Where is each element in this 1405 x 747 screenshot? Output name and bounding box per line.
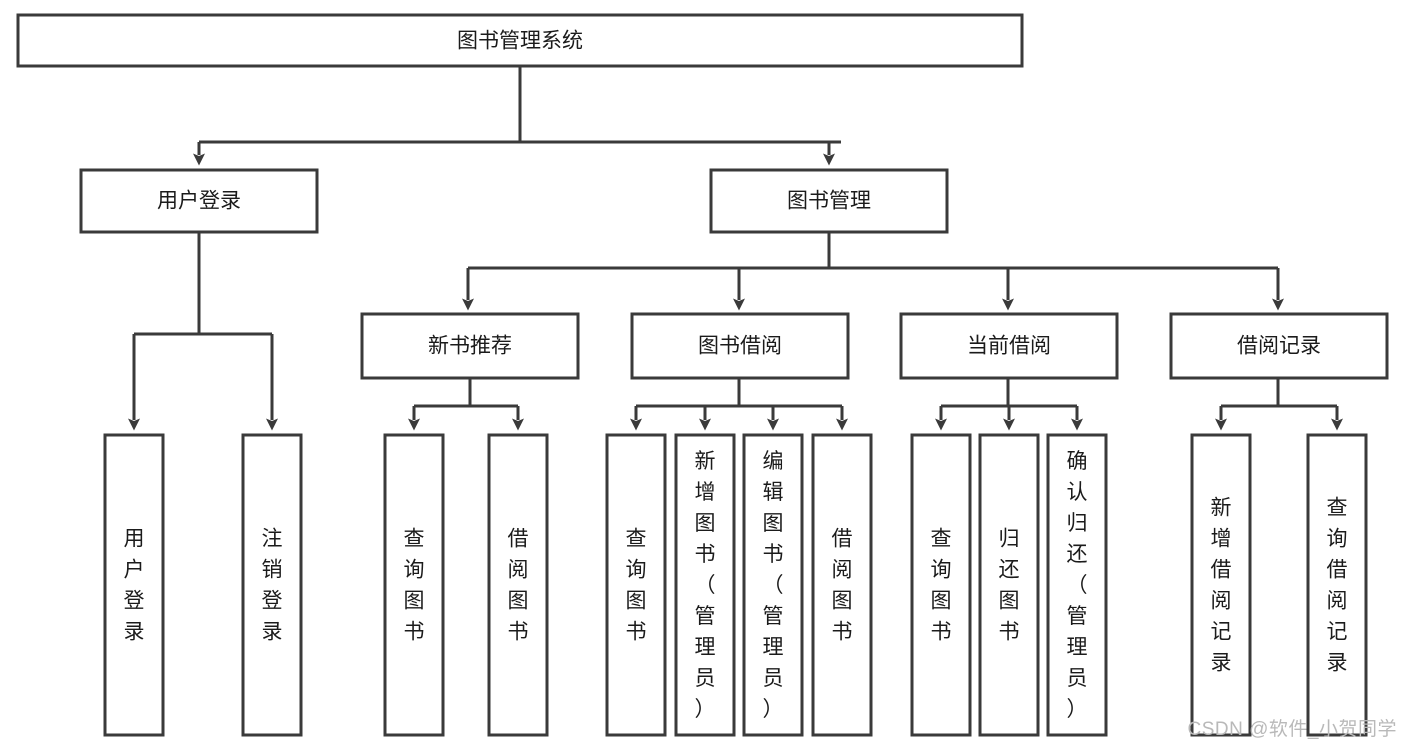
node-leaf-borrow-book-2-box[interactable]: [811, 433, 873, 737]
node-book-borrow-box[interactable]: [630, 312, 850, 380]
node-new-book-recommend-box[interactable]: [360, 312, 580, 380]
node-leaf-borrow-book-1-label: 借阅图书: [508, 527, 529, 643]
node-leaf-query-book-1-box[interactable]: [383, 433, 445, 737]
node-leaf-logout-login[interactable]: 注销登录: [241, 433, 303, 737]
node-leaf-add-book-admin[interactable]: 新增图书（管理员）: [674, 433, 736, 737]
node-borrow-record-box[interactable]: [1169, 312, 1389, 380]
node-book-borrow[interactable]: 图书借阅: [630, 312, 850, 380]
node-leaf-query-book-3-box[interactable]: [910, 433, 972, 737]
node-leaf-borrow-book-2-label: 借阅图书: [832, 527, 853, 643]
node-user-login[interactable]: 用户登录: [79, 168, 319, 234]
node-user-login-box[interactable]: [79, 168, 319, 234]
node-current-borrow[interactable]: 当前借阅: [899, 312, 1119, 380]
node-leaf-add-borrow-record-label: 新增借阅记录: [1211, 496, 1232, 674]
node-root-box[interactable]: [16, 13, 1024, 68]
csdn-watermark: CSDN @软件_小贺同学: [1187, 719, 1397, 740]
node-leaf-query-borrow-record[interactable]: 查询借阅记录: [1306, 433, 1368, 737]
node-leaf-query-book-3-label: 查询图书: [931, 527, 952, 643]
node-leaf-query-book-2[interactable]: 查询图书: [605, 433, 667, 737]
connector-new-book-recommend-to-leaves: [408, 378, 524, 431]
node-leaf-query-book-1-label: 查询图书: [404, 527, 425, 643]
node-leaf-query-book-1[interactable]: 查询图书: [383, 433, 445, 737]
node-new-book-recommend[interactable]: 新书推荐: [360, 312, 580, 380]
node-current-borrow-box[interactable]: [899, 312, 1119, 380]
node-leaf-user-login-box[interactable]: [103, 433, 165, 737]
node-leaf-user-login[interactable]: 用户登录: [103, 433, 165, 737]
node-leaf-query-borrow-record-label: 查询借阅记录: [1327, 496, 1348, 674]
node-root-label: 图书管理系统: [457, 30, 583, 53]
node-leaf-query-book-2-box[interactable]: [605, 433, 667, 737]
node-leaf-add-borrow-record[interactable]: 新增借阅记录: [1190, 433, 1252, 737]
node-root[interactable]: 图书管理系统: [16, 13, 1024, 68]
node-leaf-borrow-book-1-box[interactable]: [487, 433, 549, 737]
node-user-login-label: 用户登录: [157, 190, 241, 213]
node-book-manage-label: 图书管理: [787, 190, 871, 213]
node-leaf-query-borrow-record-box[interactable]: [1306, 433, 1368, 737]
node-current-borrow-label: 当前借阅: [967, 335, 1051, 358]
node-borrow-record-label: 借阅记录: [1237, 335, 1321, 358]
node-borrow-record[interactable]: 借阅记录: [1169, 312, 1389, 380]
node-leaf-confirm-return-admin-box[interactable]: [1046, 433, 1108, 737]
connector-borrow-record-to-leaves: [1215, 378, 1343, 431]
node-leaf-edit-book-admin-label: 编辑图书（管理员）: [763, 450, 784, 721]
node-leaf-add-borrow-record-box[interactable]: [1190, 433, 1252, 737]
node-leaf-query-book-3[interactable]: 查询图书: [910, 433, 972, 737]
node-leaf-add-book-admin-box[interactable]: [674, 433, 736, 737]
node-leaf-return-book-box[interactable]: [978, 433, 1040, 737]
node-leaf-borrow-book-1[interactable]: 借阅图书: [487, 433, 549, 737]
node-leaf-logout-login-label: 注销登录: [262, 527, 283, 643]
connector-book-borrow-to-leaves: [630, 378, 848, 431]
node-new-book-recommend-label: 新书推荐: [428, 335, 512, 358]
node-book-manage[interactable]: 图书管理: [709, 168, 949, 234]
node-leaf-borrow-book-2[interactable]: 借阅图书: [811, 433, 873, 737]
node-leaf-edit-book-admin-box[interactable]: [742, 433, 804, 737]
node-leaf-user-login-label: 用户登录: [124, 527, 145, 643]
node-leaf-confirm-return-admin[interactable]: 确认归还（管理员）: [1046, 433, 1108, 737]
node-leaf-return-book[interactable]: 归还图书: [978, 433, 1040, 737]
node-leaf-return-book-label: 归还图书: [999, 527, 1020, 643]
connector-book-manage-to-level3: [462, 232, 1284, 311]
node-leaf-query-book-2-label: 查询图书: [626, 527, 647, 643]
node-book-manage-box[interactable]: [709, 168, 949, 234]
node-book-borrow-label: 图书借阅: [698, 335, 782, 358]
connector-user-login-to-leaves: [128, 232, 278, 431]
node-leaf-add-book-admin-label: 新增图书（管理员）: [695, 450, 716, 721]
node-leaf-edit-book-admin[interactable]: 编辑图书（管理员）: [742, 433, 804, 737]
connector-current-borrow-to-leaves: [935, 378, 1083, 431]
connector-root-to-level2: [193, 66, 841, 166]
node-leaf-logout-login-box[interactable]: [241, 433, 303, 737]
node-leaf-confirm-return-admin-label: 确认归还（管理员）: [1067, 450, 1088, 721]
